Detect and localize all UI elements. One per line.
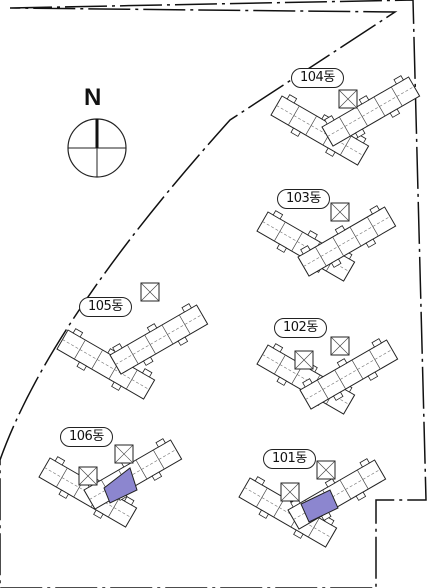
building-label-105[interactable]: 105동 <box>79 297 132 317</box>
compass-rose <box>67 118 127 178</box>
building-label-102[interactable]: 102동 <box>274 318 327 338</box>
building-label-106[interactable]: 106동 <box>60 427 113 447</box>
building-102 <box>254 335 401 419</box>
building-105 <box>54 282 211 404</box>
highlighted-unit-101[interactable] <box>300 489 339 523</box>
building-label-103[interactable]: 103동 <box>277 189 330 209</box>
building-label-101[interactable]: 101동 <box>263 449 316 469</box>
building-101 <box>236 455 389 552</box>
compass-north-label: N <box>84 84 102 111</box>
building-106 <box>36 435 185 532</box>
building-label-104[interactable]: 104동 <box>291 68 344 88</box>
building-103 <box>254 202 399 286</box>
building-104 <box>268 72 423 170</box>
highlighted-unit-106[interactable] <box>103 467 138 504</box>
